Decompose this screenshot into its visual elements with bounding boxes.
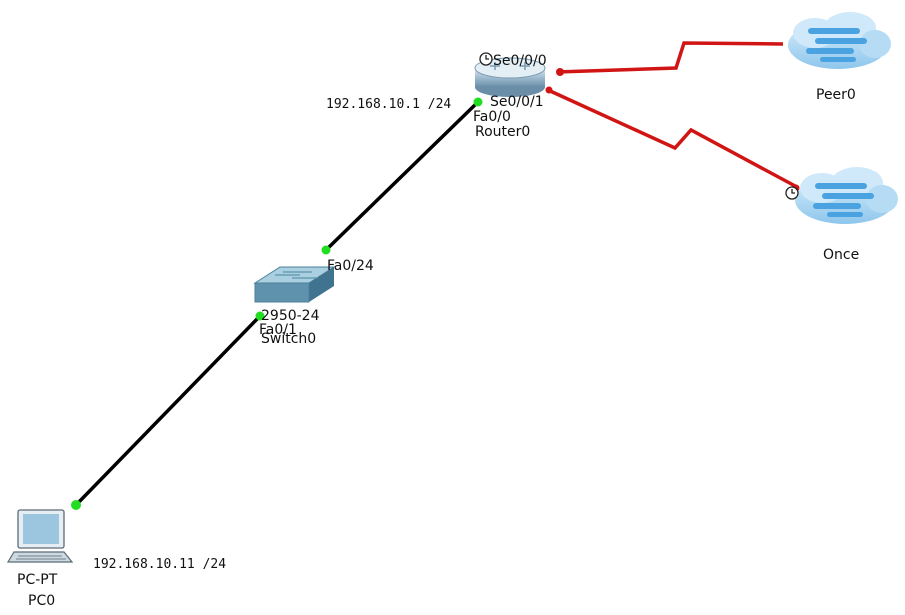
cloud-peer0-label: Peer0 bbox=[816, 87, 856, 103]
link-up-indicator bbox=[255, 311, 265, 321]
switch-model-label: 2950-24 bbox=[261, 308, 320, 324]
link-up-indicator bbox=[473, 97, 483, 107]
serial-endpoint-dot bbox=[545, 86, 553, 94]
router-port-se000-label: Se0/0/0 bbox=[493, 53, 547, 69]
link-router-switch[interactable] bbox=[324, 100, 480, 252]
switch-name-label: Switch0 bbox=[261, 331, 316, 347]
switch-device[interactable] bbox=[253, 266, 336, 303]
pc-name-label: PC0 bbox=[28, 593, 55, 609]
router-device[interactable] bbox=[474, 57, 546, 97]
link-up-indicator bbox=[71, 500, 81, 510]
pc-ip-label: 192.168.10.11 /24 bbox=[93, 557, 226, 572]
cloud-once-label: Once bbox=[823, 247, 859, 263]
link-router-peer0[interactable] bbox=[556, 41, 784, 74]
switch-port-fa01-label: Fa0/1 bbox=[259, 322, 297, 338]
clock-icon bbox=[479, 52, 493, 66]
cloud-peer0[interactable] bbox=[788, 12, 891, 69]
pc-device[interactable] bbox=[6, 509, 74, 563]
router-ip-label: 192.168.10.1 /24 bbox=[326, 97, 451, 112]
pc-model-label: PC-PT bbox=[17, 572, 58, 588]
router-name-label: Router0 bbox=[475, 124, 530, 140]
router-port-se001-label: Se0/0/1 bbox=[490, 94, 544, 110]
serial-endpoint-dot bbox=[556, 68, 564, 76]
router-port-fa0-label: Fa0/0 bbox=[473, 109, 511, 125]
cloud-once[interactable] bbox=[795, 167, 898, 224]
switch-port-fa024-label: Fa0/24 bbox=[327, 258, 374, 274]
clock-icon bbox=[785, 186, 799, 200]
link-switch-pc[interactable] bbox=[74, 314, 262, 507]
link-router-once[interactable] bbox=[547, 88, 798, 189]
link-up-indicator bbox=[321, 245, 331, 255]
